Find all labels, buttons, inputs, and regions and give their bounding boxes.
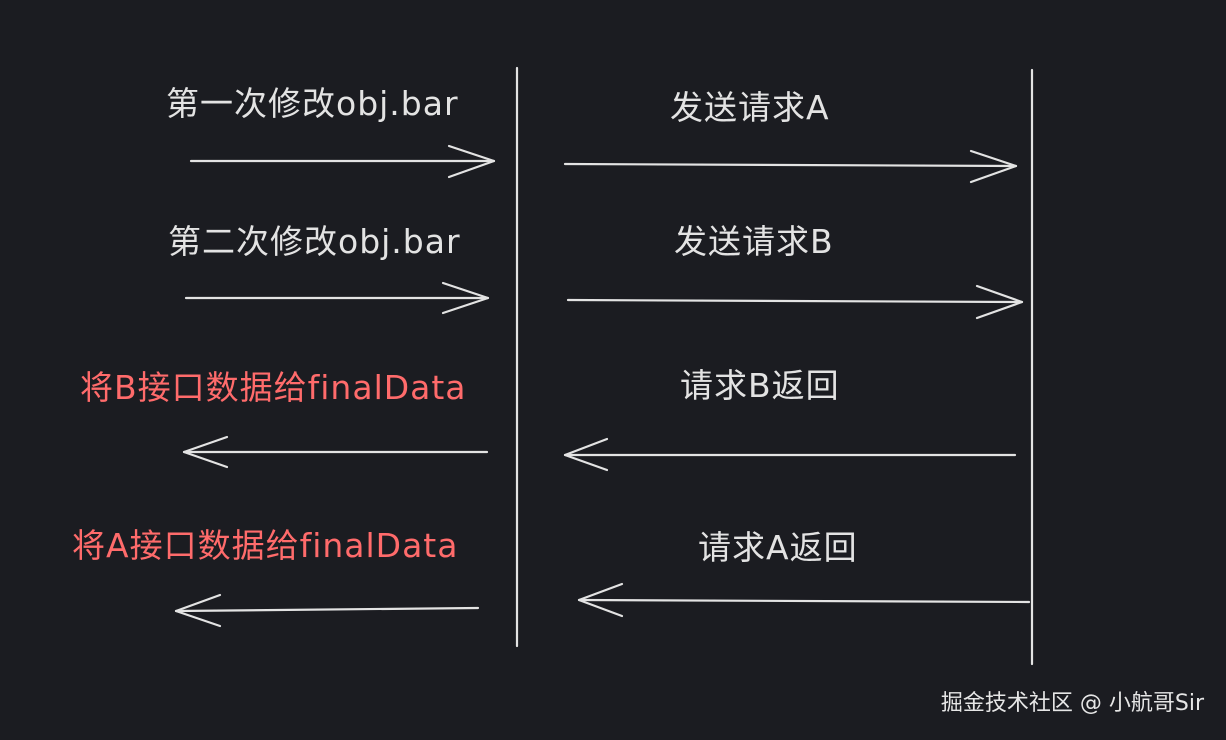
- arrow-return-a: [577, 582, 1031, 618]
- arrow-assign-a: [174, 593, 480, 628]
- label-return-b: 请求B返回: [680, 366, 840, 405]
- label-modify-second: 第二次修改obj.bar: [168, 222, 461, 261]
- label-assign-b: 将B接口数据给finalData: [80, 368, 467, 407]
- arrow-assign-b: [182, 435, 489, 469]
- arrow-return-b: [563, 437, 1017, 472]
- arrow-modify-second: [184, 281, 490, 315]
- label-send-b: 发送请求B: [674, 222, 834, 261]
- arrow-modify-first: [189, 144, 496, 179]
- arrow-send-a: [563, 149, 1018, 184]
- label-return-a: 请求A返回: [698, 528, 858, 567]
- label-assign-a: 将A接口数据给finalData: [72, 526, 459, 565]
- label-modify-first: 第一次修改obj.bar: [166, 84, 459, 123]
- label-send-a: 发送请求A: [670, 88, 830, 127]
- arrow-send-b: [566, 284, 1024, 320]
- watermark: 掘金技术社区 @ 小航哥Sir: [940, 691, 1204, 716]
